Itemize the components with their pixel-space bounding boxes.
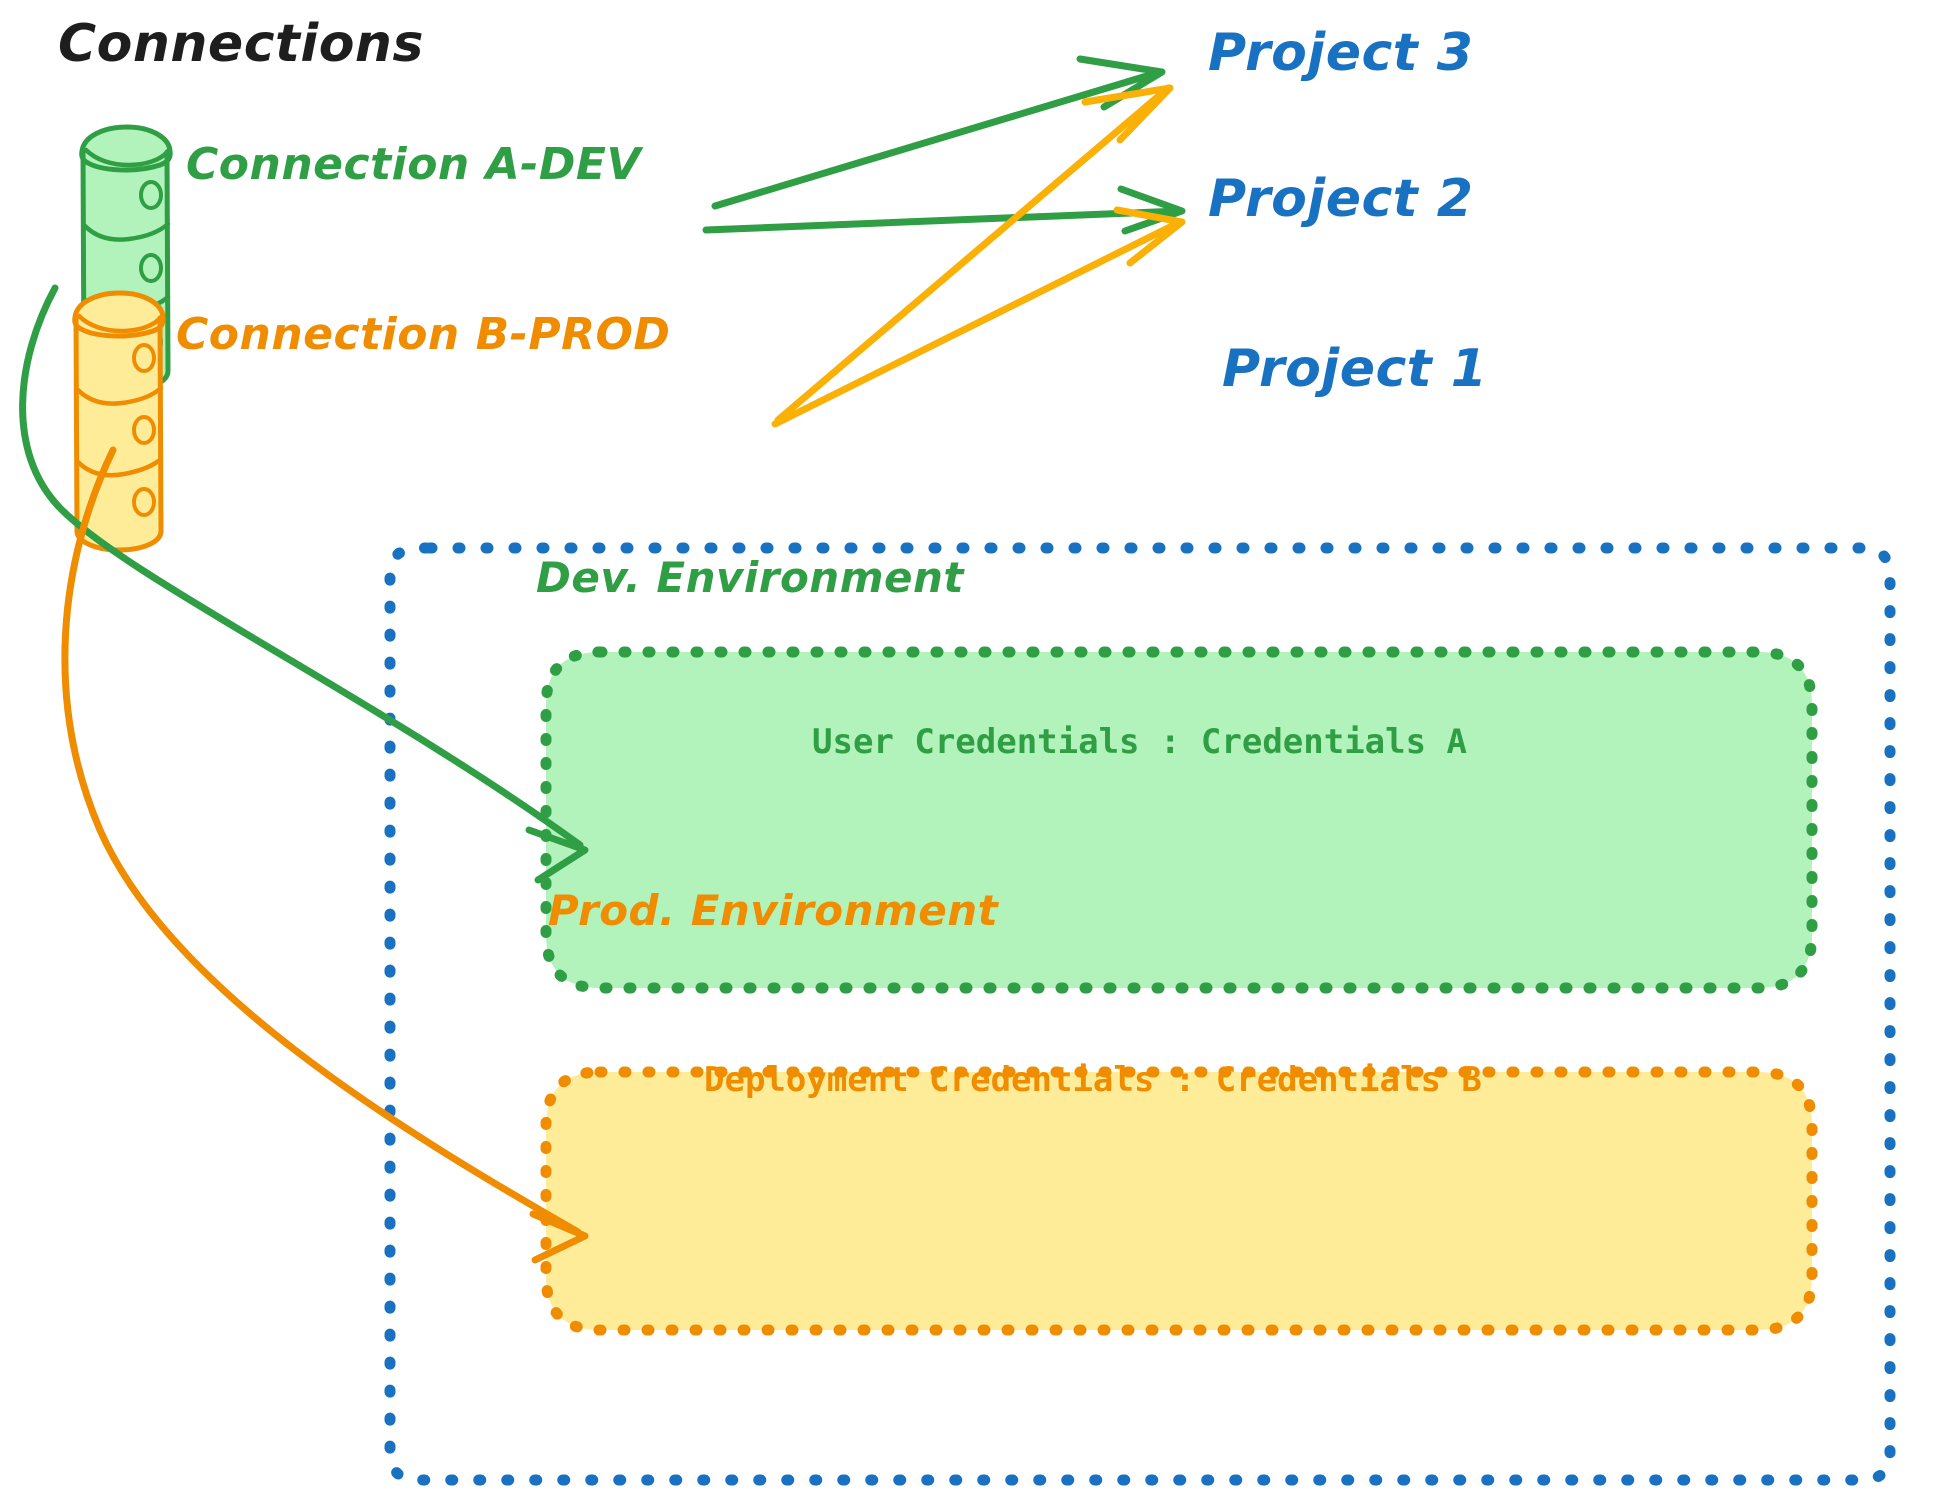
connection-a-dev-label[interactable]: Connection A-DEV	[186, 139, 642, 190]
edge-b-prod-to-project-2	[771, 206, 1186, 428]
edge-b-prod-to-project-3	[774, 84, 1174, 424]
edge-a-dev-to-project-3	[711, 55, 1166, 210]
prod-environment-credentials: Deployment Credentials : Credentials B	[704, 1060, 1482, 1100]
edge-b-prod-to-prod-environment	[61, 446, 589, 1264]
prod-environment-label: Prod. Environment	[548, 886, 999, 935]
edge-a-dev-to-project-2	[702, 185, 1186, 235]
page-title: Connections	[58, 14, 424, 74]
dev-environment-box[interactable]	[540, 646, 1818, 994]
prod-environment-box[interactable]	[540, 1066, 1818, 1336]
connection-b-prod-label[interactable]: Connection B-PROD	[176, 309, 671, 360]
dev-environment-label: Dev. Environment	[536, 553, 964, 602]
project-1-container-border	[384, 542, 1896, 1486]
project-2-label[interactable]: Project 2	[1208, 169, 1474, 229]
dev-environment-credentials: User Credentials : Credentials A	[812, 722, 1468, 762]
edge-a-dev-to-dev-environment	[19, 284, 589, 884]
project-3-label[interactable]: Project 3	[1208, 23, 1474, 83]
project-1-label[interactable]: Project 1	[1222, 339, 1488, 399]
